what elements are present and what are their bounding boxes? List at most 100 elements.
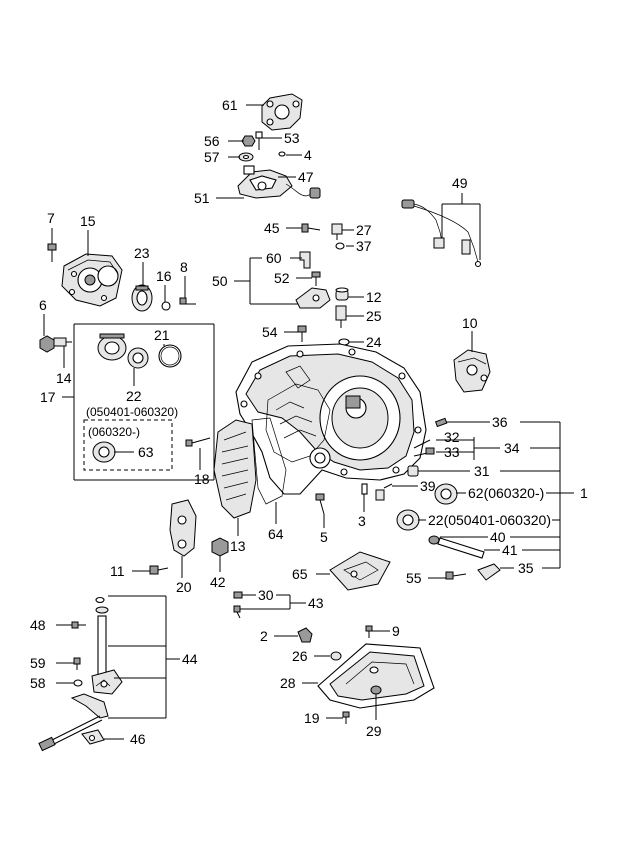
callout-14: 14	[56, 370, 72, 386]
callout-31: 31	[474, 463, 490, 479]
part-9-bolt	[365, 625, 373, 638]
callout-29: 29	[366, 723, 382, 739]
part-12-sleeve	[335, 287, 349, 301]
part-54-bolt	[297, 325, 307, 342]
part-55-bolt	[445, 571, 467, 580]
callout-51: 51	[194, 190, 210, 206]
part-28-oil-pan	[317, 643, 435, 709]
callout-56: 56	[204, 133, 220, 149]
callout-2: 2	[260, 628, 268, 644]
callout-26: 26	[292, 648, 308, 664]
part-36-pin	[434, 417, 448, 428]
part-46-link-rod	[38, 693, 109, 752]
callout-44: 44	[182, 651, 198, 667]
part-58-oring	[73, 679, 83, 687]
part-5-bolt	[315, 493, 325, 515]
part-14-plug	[53, 337, 72, 347]
callout-24: 24	[366, 334, 382, 350]
callout-61: 61	[222, 97, 238, 113]
part-15-cover	[61, 253, 123, 307]
part-63-seal	[92, 441, 116, 463]
callout-19: 19	[304, 710, 320, 726]
part-25-valve	[335, 305, 347, 328]
callout-10: 10	[462, 315, 478, 331]
part-65-strainer	[329, 551, 391, 591]
part-50-bracket	[295, 287, 331, 309]
callout-34: 34	[504, 440, 520, 456]
callout-40: 40	[490, 529, 506, 545]
part-45-bolt	[301, 223, 321, 233]
callout-5: 5	[320, 529, 328, 545]
callout-27: 27	[356, 222, 372, 238]
part-32-33-pins	[413, 439, 435, 457]
callout-33: 33	[444, 444, 460, 460]
part-transmission-case	[235, 343, 427, 495]
part-16-ring	[161, 301, 171, 311]
callout-18: 18	[194, 471, 210, 487]
part-19-bolt	[342, 711, 350, 724]
callout-labels: 61 56 53 57 4 47 51 49 7 15 23 8 16 45 2…	[30, 97, 588, 747]
callout-30: 30	[258, 587, 274, 603]
part-26-washer	[330, 651, 342, 661]
part-42-bushing	[211, 537, 229, 557]
part-27-fitting	[331, 223, 343, 240]
part-31-plug	[407, 465, 419, 477]
callout-53: 53	[284, 130, 300, 146]
callout-50: 50	[212, 273, 228, 289]
part-6-nut	[39, 335, 55, 353]
callout-22b: 22(050401-060320)	[428, 512, 551, 528]
callout-17: 17	[40, 389, 56, 405]
callout-11: 11	[110, 563, 125, 579]
part-48-bolt	[71, 621, 86, 629]
part-10-mount-bracket	[453, 349, 491, 393]
part-8-bolt	[179, 297, 196, 305]
callout-8: 8	[180, 259, 188, 275]
part-52-bolt	[311, 271, 321, 286]
part-47-51-inhibitor-switch	[237, 165, 321, 199]
callout-28: 28	[280, 675, 296, 691]
part-11-bolt	[149, 565, 169, 575]
part-61-cover-plate	[261, 93, 303, 131]
part-35-lever	[477, 563, 501, 581]
callout-60: 60	[266, 250, 282, 266]
part-13-valve-cover	[213, 419, 257, 519]
part-22-seal	[127, 347, 149, 369]
callout-23: 23	[134, 245, 150, 261]
callout-12: 12	[366, 289, 382, 305]
part-21-oring	[158, 344, 182, 368]
callout-35: 35	[518, 560, 534, 576]
callout-65: 65	[292, 566, 308, 582]
callout-59: 59	[30, 655, 46, 671]
callout-21: 21	[154, 327, 170, 343]
callout-42: 42	[210, 574, 226, 590]
part-2-bolt	[297, 627, 313, 643]
part-60-clip	[299, 251, 311, 269]
callout-1: 1	[580, 485, 588, 501]
part-20-bracket	[169, 499, 197, 557]
callout-48: 48	[30, 617, 46, 633]
part-18-bolt	[185, 437, 211, 447]
part-44-shift-shaft	[91, 596, 123, 695]
part-59-bolt	[73, 657, 81, 670]
part-3-pin	[361, 483, 368, 495]
callout-43: 43	[308, 595, 324, 611]
note-050401-060320: (050401-060320)	[86, 405, 178, 419]
callout-46: 46	[130, 731, 146, 747]
callout-41: 41	[502, 542, 518, 558]
callout-45: 45	[264, 220, 280, 236]
callout-37: 37	[356, 238, 372, 254]
callout-52: 52	[274, 270, 290, 286]
leader-lines	[43, 104, 574, 740]
callout-55: 55	[406, 570, 422, 586]
part-37-oring	[335, 242, 345, 250]
part-56-53-bolt	[241, 131, 263, 150]
callout-32: 32	[444, 429, 460, 445]
callout-58: 58	[30, 675, 46, 691]
part-17-retainer	[97, 333, 127, 361]
callout-62: 62(060320-)	[468, 485, 544, 501]
callout-6: 6	[39, 297, 47, 313]
part-39-plug	[375, 483, 393, 501]
callout-13: 13	[230, 538, 246, 554]
part-4-oring	[278, 151, 286, 157]
